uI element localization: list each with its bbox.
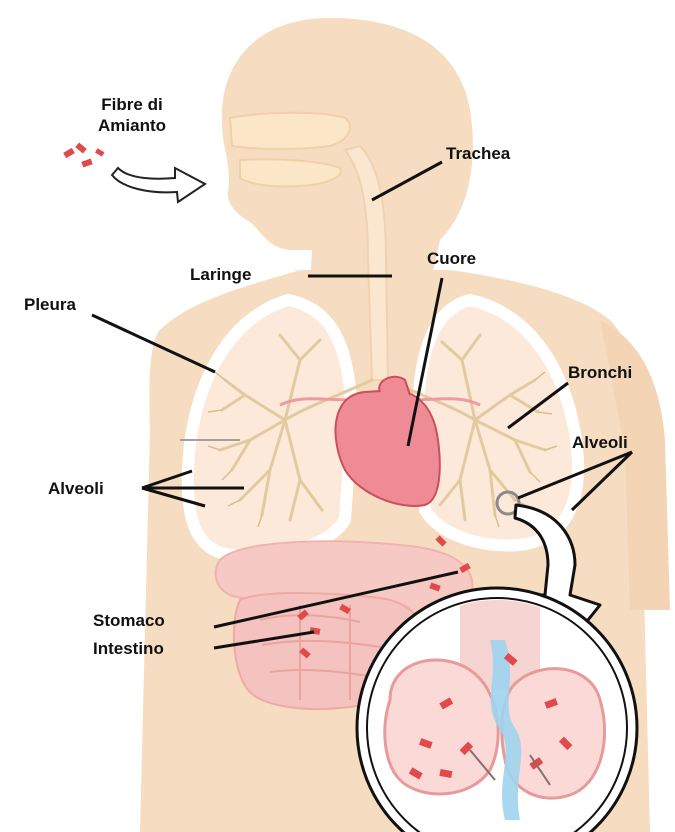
entry-arrow-icon <box>112 168 205 202</box>
label-alveoli-right: Alveoli <box>572 432 628 453</box>
label-fibre-line1: Fibre di <box>72 94 192 115</box>
fibers-entry <box>63 142 104 167</box>
label-trachea: Trachea <box>446 143 510 164</box>
label-bronchi: Bronchi <box>568 362 632 383</box>
label-alveoli-left: Alveoli <box>48 478 104 499</box>
label-laringe: Laringe <box>190 264 251 285</box>
label-fibre-di-amianto: Fibre di Amianto <box>72 94 192 136</box>
label-intestino: Intestino <box>93 638 164 659</box>
label-cuore: Cuore <box>427 248 476 269</box>
label-pleura: Pleura <box>24 294 76 315</box>
label-fibre-line2: Amianto <box>72 115 192 136</box>
label-stomaco: Stomaco <box>93 610 165 631</box>
